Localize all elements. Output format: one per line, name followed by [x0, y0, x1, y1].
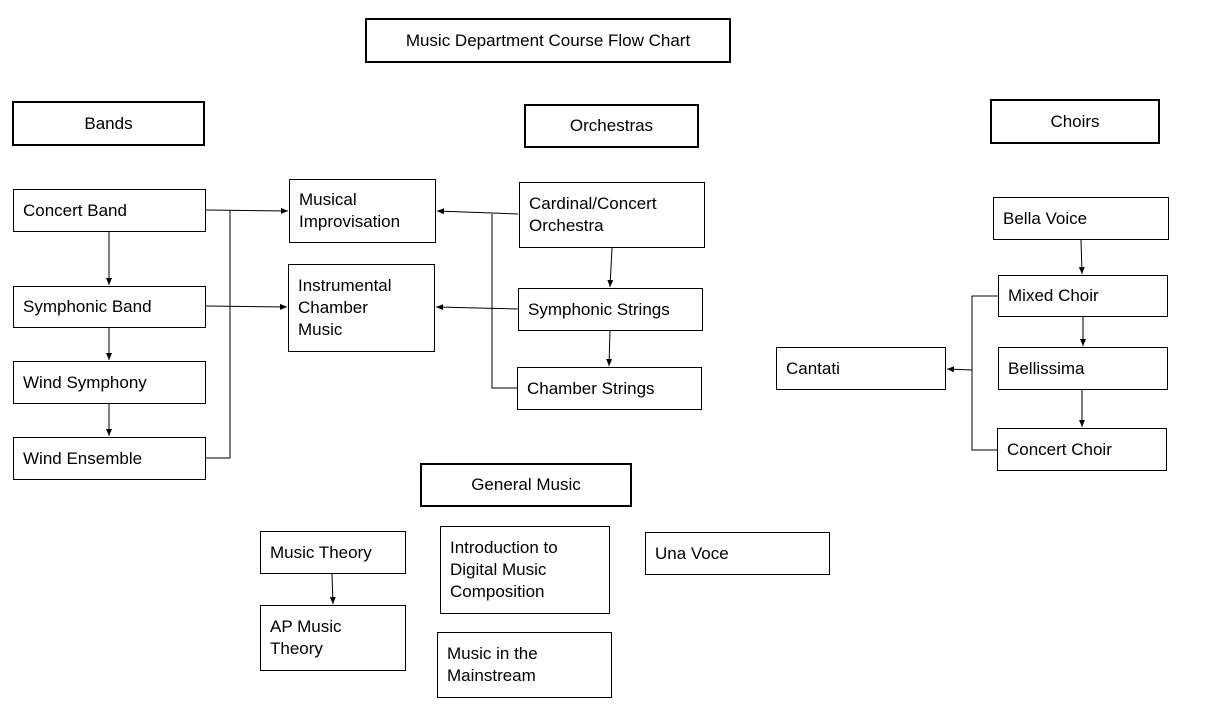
course-wind-ensemble: Wind Ensemble: [13, 437, 206, 480]
edge-choir-bracket: [971, 295, 998, 451]
edge-wind-ensemble-bracket: [206, 210, 231, 459]
edge-symphonic-strings-to-instrumental-chamber-music: [435, 304, 519, 311]
course-intro-digital-music-composition: Introduction to Digital Music Compositio…: [440, 526, 610, 614]
course-label: Instrumental Chamber Music: [298, 276, 392, 339]
course-concert-choir: Concert Choir: [997, 428, 1167, 471]
course-wind-symphony: Wind Symphony: [13, 361, 206, 404]
course-cantati: Cantati: [776, 347, 946, 390]
section-header-general-music: General Music: [420, 463, 632, 507]
edge-symphonic-strings-to-chamber-strings: [606, 330, 613, 367]
edge-symphonic-band-to-instrumental-chamber-music: [205, 303, 288, 310]
section-header-bands-text: Bands: [84, 113, 133, 133]
course-label: Bella Voice: [1003, 208, 1088, 228]
course-cardinal-concert-orchestra: Cardinal/Concert Orchestra: [519, 182, 705, 248]
edge-cardinal-to-symphonic-strings: [607, 247, 614, 288]
course-instrumental-chamber-music: Instrumental Chamber Music: [288, 264, 435, 352]
course-label: Musical Improvisation: [299, 190, 401, 231]
course-ap-music-theory: AP Music Theory: [260, 605, 406, 671]
course-chamber-strings: Chamber Strings: [517, 367, 702, 410]
course-label: Symphonic Band: [23, 297, 152, 316]
course-concert-band: Concert Band: [13, 189, 206, 232]
course-label: Una Voce: [655, 543, 729, 563]
section-header-bands: Bands: [12, 101, 205, 146]
edge-music-theory-to-ap-music-theory: [329, 573, 336, 605]
course-symphonic-band: Symphonic Band: [13, 286, 206, 328]
edge-bella-voice-to-mixed-choir: [1078, 239, 1085, 275]
course-label: Bellissima: [1008, 358, 1085, 378]
course-label: Music in the Mainstream: [447, 644, 538, 685]
section-header-orchestras-text: Orchestras: [569, 116, 654, 135]
course-musical-improvisation: Musical Improvisation: [289, 179, 436, 243]
section-header-choirs-text: Choirs: [1050, 111, 1100, 131]
course-bellissima: Bellissima: [998, 347, 1168, 390]
course-label: Concert Band: [23, 200, 127, 220]
course-mixed-choir: Mixed Choir: [998, 275, 1168, 317]
section-header-general-music-text: General Music: [471, 475, 581, 494]
course-label: Concert Choir: [1007, 439, 1112, 459]
course-una-voce: Una Voce: [645, 532, 830, 575]
section-header-orchestras: Orchestras: [524, 104, 699, 148]
course-label: Wind Symphony: [23, 372, 147, 392]
edge-concert-band-to-musical-improvisation: [205, 207, 289, 214]
course-label: Cardinal/Concert Orchestra: [529, 194, 657, 235]
chart-title: Music Department Course Flow Chart: [365, 18, 731, 63]
edge-chamber-strings-bracket: [491, 214, 517, 389]
course-label: Wind Ensemble: [23, 448, 143, 468]
edge-choirs-to-cantati: [946, 366, 973, 373]
course-music-theory: Music Theory: [260, 531, 406, 574]
course-label: Mixed Choir: [1008, 286, 1099, 305]
course-label: Chamber Strings: [527, 378, 655, 398]
course-label: Cantati: [786, 358, 840, 378]
chart-title-text: Music Department Course Flow Chart: [405, 30, 691, 50]
course-symphonic-strings: Symphonic Strings: [518, 288, 703, 331]
course-label: Symphonic Strings: [528, 299, 670, 319]
course-music-in-the-mainstream: Music in the Mainstream: [437, 632, 612, 698]
course-bella-voice: Bella Voice: [993, 197, 1169, 240]
course-label: AP Music Theory: [270, 617, 342, 658]
course-label: Music Theory: [270, 542, 372, 562]
section-header-choirs: Choirs: [990, 99, 1160, 144]
course-label: Introduction to Digital Music Compositio…: [450, 538, 558, 601]
edge-cardinal-to-musical-improvisation: [436, 208, 519, 215]
